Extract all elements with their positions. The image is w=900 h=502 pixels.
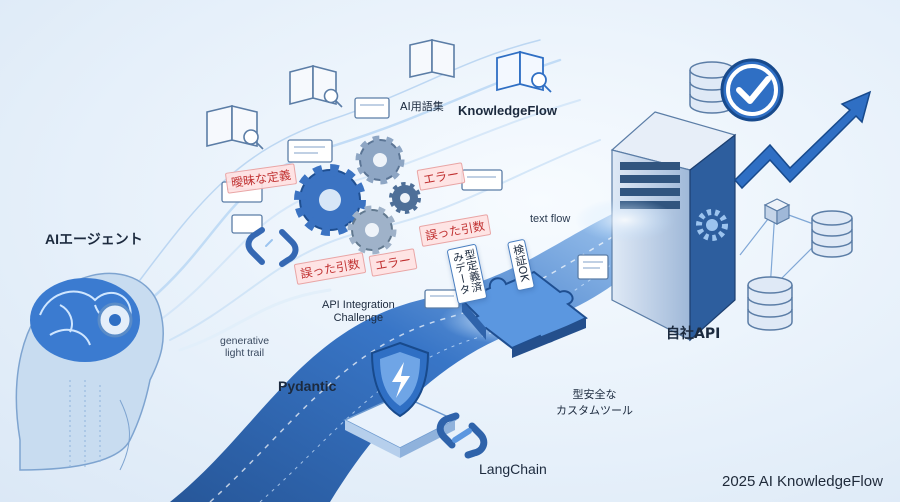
api-challenge-label: API Integration Challenge	[322, 299, 395, 324]
api-challenge-line2: Challenge	[333, 312, 384, 324]
puzzle-icon	[440, 270, 588, 358]
book-search-icon	[496, 50, 552, 93]
gear-icon	[389, 182, 421, 214]
gear-icon	[696, 209, 728, 241]
ai-glossary-label: AI用語集	[400, 100, 444, 113]
chain-link-icon	[436, 412, 488, 459]
shield-icon	[343, 341, 457, 458]
knowledgeflow-label: KnowledgeFlow	[458, 103, 557, 118]
book-icon	[409, 38, 455, 79]
brain-icon	[30, 278, 140, 362]
langchain-label: LangChain	[479, 461, 547, 477]
typesafe-tool-label: 型安全な カスタムツール	[556, 386, 633, 418]
cube-icon	[763, 198, 791, 225]
database-icon	[747, 276, 793, 331]
checkmark-badge-icon	[720, 58, 784, 122]
company-api-label: 自社API	[666, 326, 721, 342]
gear-icon	[347, 205, 397, 255]
generative-line2: light trail	[224, 347, 265, 359]
ai-agent-label: AIエージェント	[45, 231, 143, 247]
generative-line1: generative	[220, 335, 270, 347]
gear-icon	[294, 164, 366, 236]
ai-head	[15, 272, 164, 471]
server-icon	[575, 111, 737, 342]
copyright-label: 2025 AI KnowledgeFlow	[722, 473, 883, 490]
text-flow-label: text flow	[530, 213, 571, 225]
trend-arrow-icon	[733, 90, 872, 190]
database-icon	[811, 210, 853, 258]
gear-icon	[355, 135, 405, 185]
typesafe-line1: 型安全な	[572, 388, 617, 401]
book-search-icon	[206, 104, 264, 150]
pydantic-label: Pydantic	[278, 378, 337, 394]
data-stream-road	[170, 205, 690, 502]
generative-trail-label: generative light trail	[220, 335, 269, 359]
typesafe-line2: カスタムツール	[556, 404, 633, 417]
broken-link-icon	[245, 227, 299, 267]
api-challenge-line1: API Integration	[322, 299, 395, 311]
book-search-icon	[289, 64, 343, 108]
